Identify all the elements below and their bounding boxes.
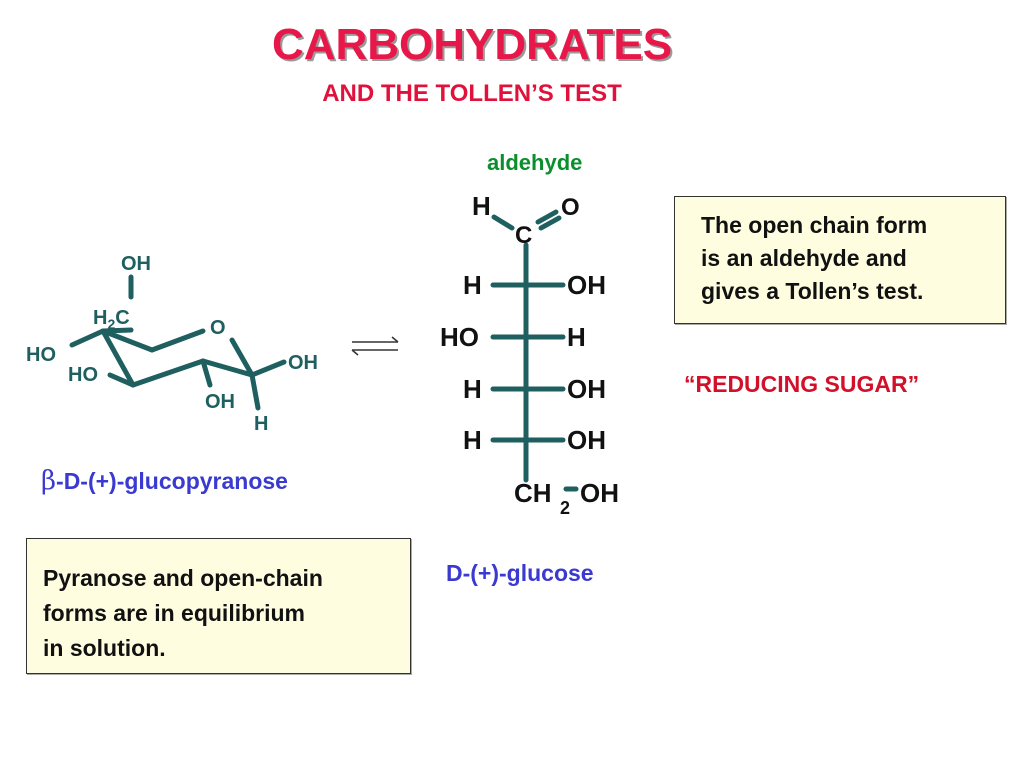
row1-left: H [463,270,482,300]
atom-ring-o: O [210,317,226,339]
bottom-ch: CH [514,478,552,508]
open-chain-note-box: The open chain form is an aldehyde and g… [674,196,1006,324]
equilibrium-note-box: Pyranose and open-chain forms are in equ… [26,538,411,674]
bond-oh-bottom [200,358,213,388]
note-line: gives a Tollen’s test. [701,278,924,304]
note-line: forms are in equilibrium [43,600,305,626]
row2-right: H [567,322,586,352]
atom-oh-right: OH [288,352,318,374]
atom-h-bottom: H [254,413,268,435]
reducing-sugar-label: “REDUCING SUGAR” [684,371,920,397]
note-line: is an aldehyde and [701,245,907,271]
equilibrium-arrows-icon [351,336,399,356]
aldehyde-c: C [515,222,532,249]
slide-title: CARBOHYDRATES [271,20,673,69]
bond-ring-o [149,328,206,353]
bond-o-c1 [229,337,255,378]
atom-h2c: H2C [93,307,130,332]
bond-ho-inner [107,372,136,388]
bond-ho-left [69,328,106,348]
aldehyde-o: O [561,194,580,221]
bond-c5-ring [100,328,155,353]
bond-c5-c4 [100,328,136,388]
row1-right: OH [567,270,606,300]
pyranose-name-text: -D-(+)-glucopyranose [56,468,288,494]
row3-right: OH [567,374,606,404]
note-line: The open chain form [701,212,928,238]
atom-oh-top: OH [121,253,151,275]
atom-ho-left: HO [26,344,56,366]
row4-left: H [463,425,482,455]
bond-c1-c2 [200,358,255,378]
bond-oh-right [249,359,287,378]
row4-right: OH [567,425,606,455]
bottom-sub: 2 [560,498,570,518]
bond-h-bottom [249,372,261,411]
bottom-oh: OH [580,478,619,508]
bond-c1-o-2 [538,215,562,231]
glucose-name: D-(+)-glucose [446,560,594,586]
row2-left: HO [440,322,479,352]
aldehyde-h: H [472,191,491,221]
note-line: Pyranose and open-chain [43,565,323,591]
bond-c2-c3 [130,358,206,388]
aldehyde-label: aldehyde [487,150,583,175]
atom-oh-bottom: OH [205,391,235,413]
row3-left: H [463,374,482,404]
slide-subtitle: AND THE TOLLEN’S TEST [322,80,622,107]
bond-h-c1 [491,214,515,231]
atom-ho-inner: HO [68,364,98,386]
beta-symbol: β [41,466,57,496]
pyranose-name: β-D-(+)-glucopyranose [41,466,288,496]
bond-c1-o-1 [535,209,559,225]
note-line: in solution. [43,635,166,661]
